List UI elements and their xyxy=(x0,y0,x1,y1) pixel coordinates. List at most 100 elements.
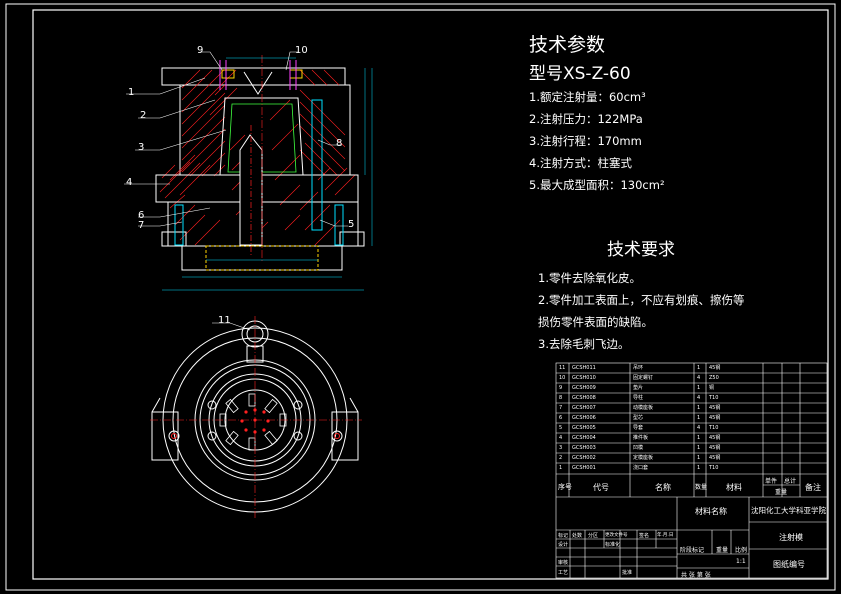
leader-label-8: 8 xyxy=(336,138,343,149)
bom-name: 垫片 xyxy=(633,385,644,391)
bom-header-no: 序号 xyxy=(558,483,572,491)
title-review: 审核 xyxy=(558,560,569,566)
title-count: 处数 xyxy=(572,533,583,539)
bom-qty: 1 xyxy=(697,385,701,391)
tech-param-3: 3.注射行程：170mm xyxy=(529,134,642,148)
bom-no: 8 xyxy=(559,395,563,401)
bom-qty: 4 xyxy=(697,395,701,401)
title-school: 沈阳化工大学科亚学院 xyxy=(751,506,826,515)
bom-no: 7 xyxy=(559,405,563,411)
leader-label-6: 6 xyxy=(138,210,145,221)
bom-header-remark: 备注 xyxy=(805,483,821,492)
bom-qty: 1 xyxy=(697,365,701,371)
bom-code: GCSH010 xyxy=(572,375,596,381)
bom-no: 9 xyxy=(559,385,563,391)
bom-name: 推件板 xyxy=(633,435,649,441)
bom-header-code: 代号 xyxy=(593,483,609,492)
bom-no: 1 xyxy=(559,465,563,471)
title-drawing-name: 注射模 xyxy=(779,533,803,542)
bom-code: GCSH004 xyxy=(572,435,596,441)
leader-lines xyxy=(124,51,348,331)
leader-label-10: 10 xyxy=(295,45,308,56)
bom-code: GCSH009 xyxy=(572,385,596,391)
bom-mat: T10 xyxy=(709,395,719,401)
title-drawing-no: 图纸编号 xyxy=(773,560,805,569)
bom-no: 4 xyxy=(559,435,563,441)
bom-name: 固定螺钉 xyxy=(633,375,654,381)
title-scale: 比例 xyxy=(735,547,748,554)
bom-mat: 45钢 xyxy=(709,455,721,461)
title-standardize: 标准化 xyxy=(605,542,621,548)
bom-mat: T10 xyxy=(709,465,719,471)
bom-code: GCSH008 xyxy=(572,395,596,401)
bom-code: GCSH011 xyxy=(572,365,596,371)
bom-name: 型芯 xyxy=(633,415,644,421)
tech-param-4: 4.注射方式：柱塞式 xyxy=(529,156,632,170)
bom-mat: Z50 xyxy=(709,375,719,381)
bom-qty: 4 xyxy=(697,375,701,381)
bom-qty: 1 xyxy=(697,445,701,451)
bom-qty: 1 xyxy=(697,435,701,441)
bom-no: 3 xyxy=(559,445,563,451)
bom-name: 导柱 xyxy=(633,395,644,401)
bom-grid xyxy=(555,362,828,579)
tech-params-title: 技术参数 xyxy=(529,34,606,56)
leader-label-11: 11 xyxy=(218,315,231,326)
title-process: 工艺 xyxy=(558,570,569,576)
bom-header-unit-weight: 单件 xyxy=(765,478,778,485)
bom-header-qty: 数量 xyxy=(695,484,708,491)
tech-req-line-1: 1.零件去除氧化皮。 xyxy=(538,271,641,285)
bom-mat: 铜 xyxy=(709,385,715,391)
bom-header-total-weight: 总计 xyxy=(784,478,797,485)
bom-header-mat: 材料 xyxy=(726,483,742,492)
bom-code: GCSH007 xyxy=(572,405,596,411)
top-view xyxy=(150,316,362,518)
tech-param-5: 5.最大成型面积：130cm² xyxy=(529,178,665,192)
title-date: 年.月.日 xyxy=(657,533,674,538)
bom-header-weight: 重量 xyxy=(775,489,788,496)
bom-qty: 1 xyxy=(697,455,701,461)
bom-mat: 45钢 xyxy=(709,445,721,451)
bom-mat: 45钢 xyxy=(709,435,721,441)
title-mark: 标记 xyxy=(558,533,569,539)
leader-label-3: 3 xyxy=(138,142,145,153)
bom-mat: 45钢 xyxy=(709,415,721,421)
title-signature: 签名 xyxy=(639,533,650,539)
title-zone: 分区 xyxy=(588,533,599,539)
tech-req-line-3: 损伤零件表面的缺陷。 xyxy=(538,315,653,329)
bom-qty: 1 xyxy=(697,415,701,421)
title-sheets: 共 张 第 张 xyxy=(681,572,711,579)
bom-no: 2 xyxy=(559,455,563,461)
title-stage: 阶段标记 xyxy=(680,547,705,554)
bom-name: 导套 xyxy=(633,425,644,431)
bom-code: GCSH005 xyxy=(572,425,596,431)
bom-name: 吊环 xyxy=(633,365,644,371)
bom-mat: 45钢 xyxy=(709,365,721,371)
bom-code: GCSH006 xyxy=(572,415,596,421)
leader-label-4: 4 xyxy=(126,177,133,188)
bom-name: 定模座板 xyxy=(633,455,654,461)
title-approve: 批准 xyxy=(622,570,633,576)
bom-name: 浇口套 xyxy=(633,465,649,471)
bom-code: GCSH001 xyxy=(572,465,596,471)
tech-params-model: 型号XS-Z-60 xyxy=(529,64,631,84)
bom-no: 5 xyxy=(559,425,563,431)
leader-label-2: 2 xyxy=(140,110,147,121)
title-material: 材料名称 xyxy=(695,507,727,516)
bom-qty: 4 xyxy=(697,425,701,431)
bom-mat: 45钢 xyxy=(709,405,721,411)
bom-qty: 1 xyxy=(697,405,701,411)
section-view xyxy=(155,55,373,291)
leader-label-5: 5 xyxy=(348,219,355,230)
bom-code: GCSH003 xyxy=(572,445,596,451)
tech-req-title: 技术要求 xyxy=(607,240,675,260)
leader-label-7: 7 xyxy=(138,220,145,231)
tech-param-2: 2.注射压力：122MPa xyxy=(529,112,643,126)
leader-label-9: 9 xyxy=(197,45,204,56)
bom-header-name: 名称 xyxy=(655,483,671,492)
bom-no: 10 xyxy=(559,375,566,381)
title-scale-value: 1:1 xyxy=(736,558,746,565)
tech-req-line-2: 2.零件加工表面上，不应有划痕、擦伤等 xyxy=(538,293,745,307)
bom-qty: 1 xyxy=(697,465,701,471)
